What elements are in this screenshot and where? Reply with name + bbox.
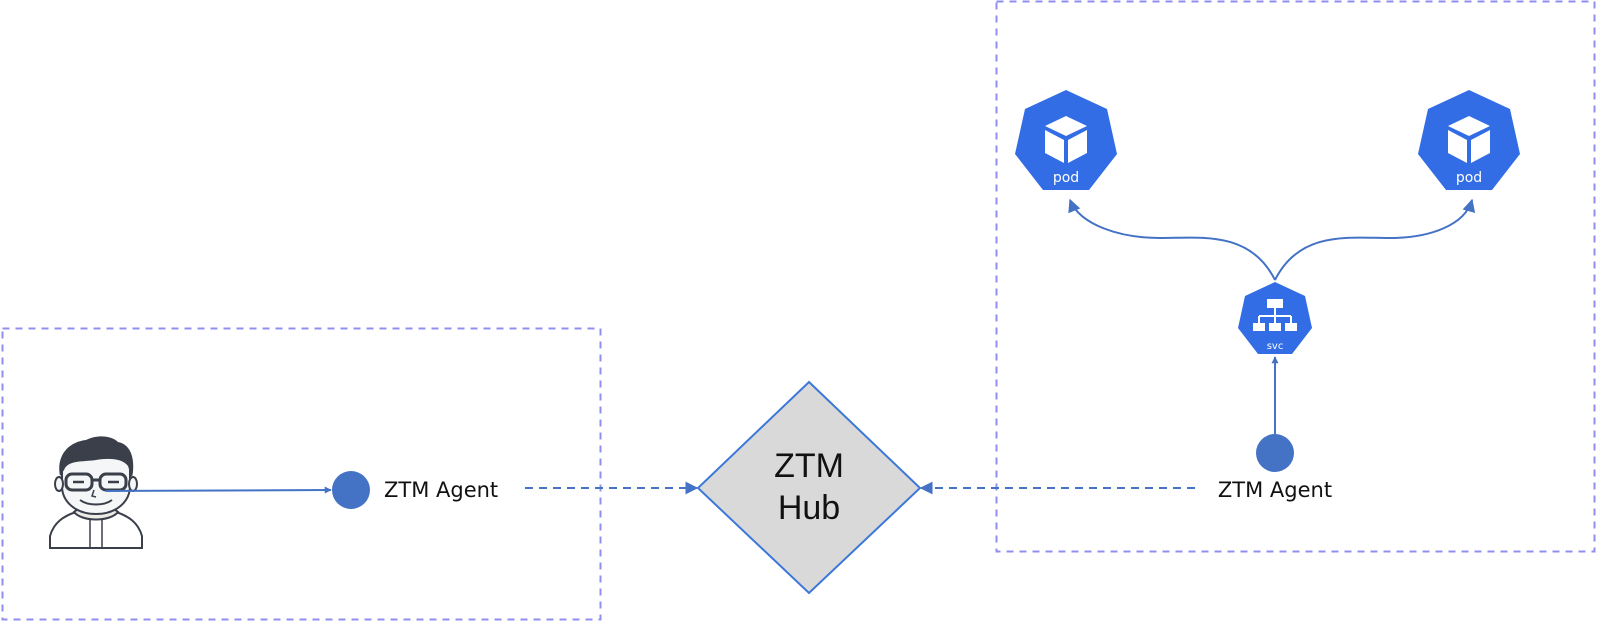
cluster-agent-node[interactable] (1256, 434, 1294, 472)
edge-service-to-pod-2 (1274, 198, 1476, 281)
cluster-agent-label: ZTM Agent (1218, 478, 1332, 502)
hub-label-line2: Hub (778, 489, 840, 527)
kubernetes-pod-icon[interactable]: pod (1015, 90, 1117, 190)
user-avatar-icon (49, 436, 143, 549)
cluster-zone-boundary (995, 0, 1596, 553)
edge-user-to-agent (105, 486, 332, 494)
edge-service-to-pod-1 (1068, 198, 1276, 281)
client-zone-boundary (1, 327, 602, 621)
pod-1-label: pod (1053, 170, 1079, 186)
pod-2-label: pod (1456, 170, 1482, 186)
kubernetes-service-icon[interactable]: svc (1238, 282, 1312, 354)
service-label: svc (1267, 341, 1284, 352)
hub-label-line1: ZTM (774, 447, 844, 485)
client-agent-node[interactable] (332, 471, 370, 509)
kubernetes-pod-icon[interactable]: pod (1418, 90, 1520, 190)
ztm-hub-node[interactable] (696, 380, 922, 595)
client-agent-label: ZTM Agent (384, 478, 498, 502)
